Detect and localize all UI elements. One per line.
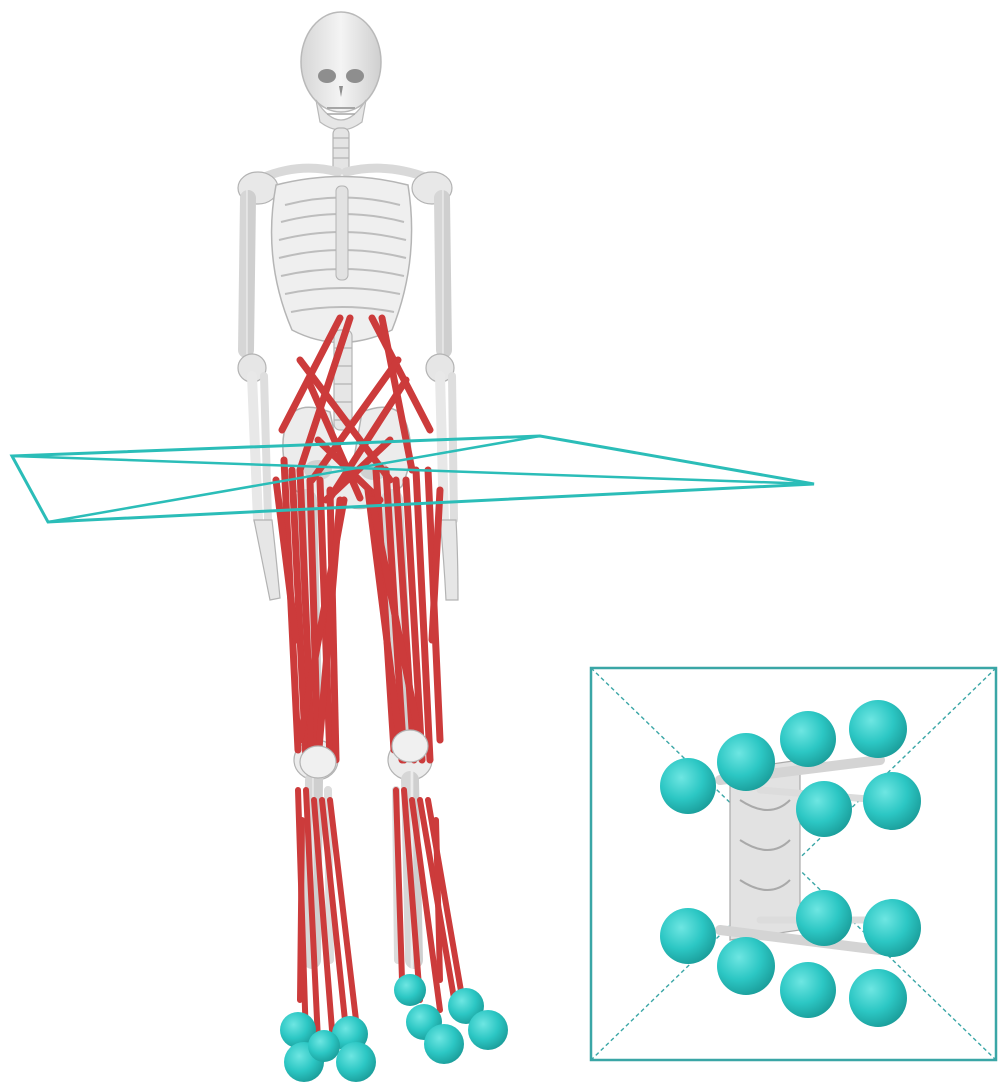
contact-sphere bbox=[424, 1024, 464, 1064]
contact-sphere bbox=[796, 781, 852, 837]
inset-panel bbox=[591, 668, 996, 1060]
contact-sphere bbox=[336, 1042, 376, 1082]
contact-sphere bbox=[468, 1010, 508, 1050]
contact-sphere bbox=[796, 890, 852, 946]
skull bbox=[301, 12, 381, 130]
contact-sphere bbox=[780, 962, 836, 1018]
contact-sphere bbox=[863, 772, 921, 830]
contact-sphere bbox=[863, 899, 921, 957]
contact-sphere bbox=[717, 733, 775, 791]
contact-sphere bbox=[780, 711, 836, 767]
contact-sphere bbox=[717, 937, 775, 995]
contact-sphere bbox=[849, 700, 907, 758]
contact-sphere bbox=[660, 758, 716, 814]
contact-sphere bbox=[394, 974, 426, 1006]
contact-sphere bbox=[849, 969, 907, 1027]
contact-sphere bbox=[308, 1030, 340, 1062]
cervical-spine bbox=[333, 128, 349, 172]
contact-sphere bbox=[660, 908, 716, 964]
right-thigh-muscles bbox=[368, 470, 440, 760]
